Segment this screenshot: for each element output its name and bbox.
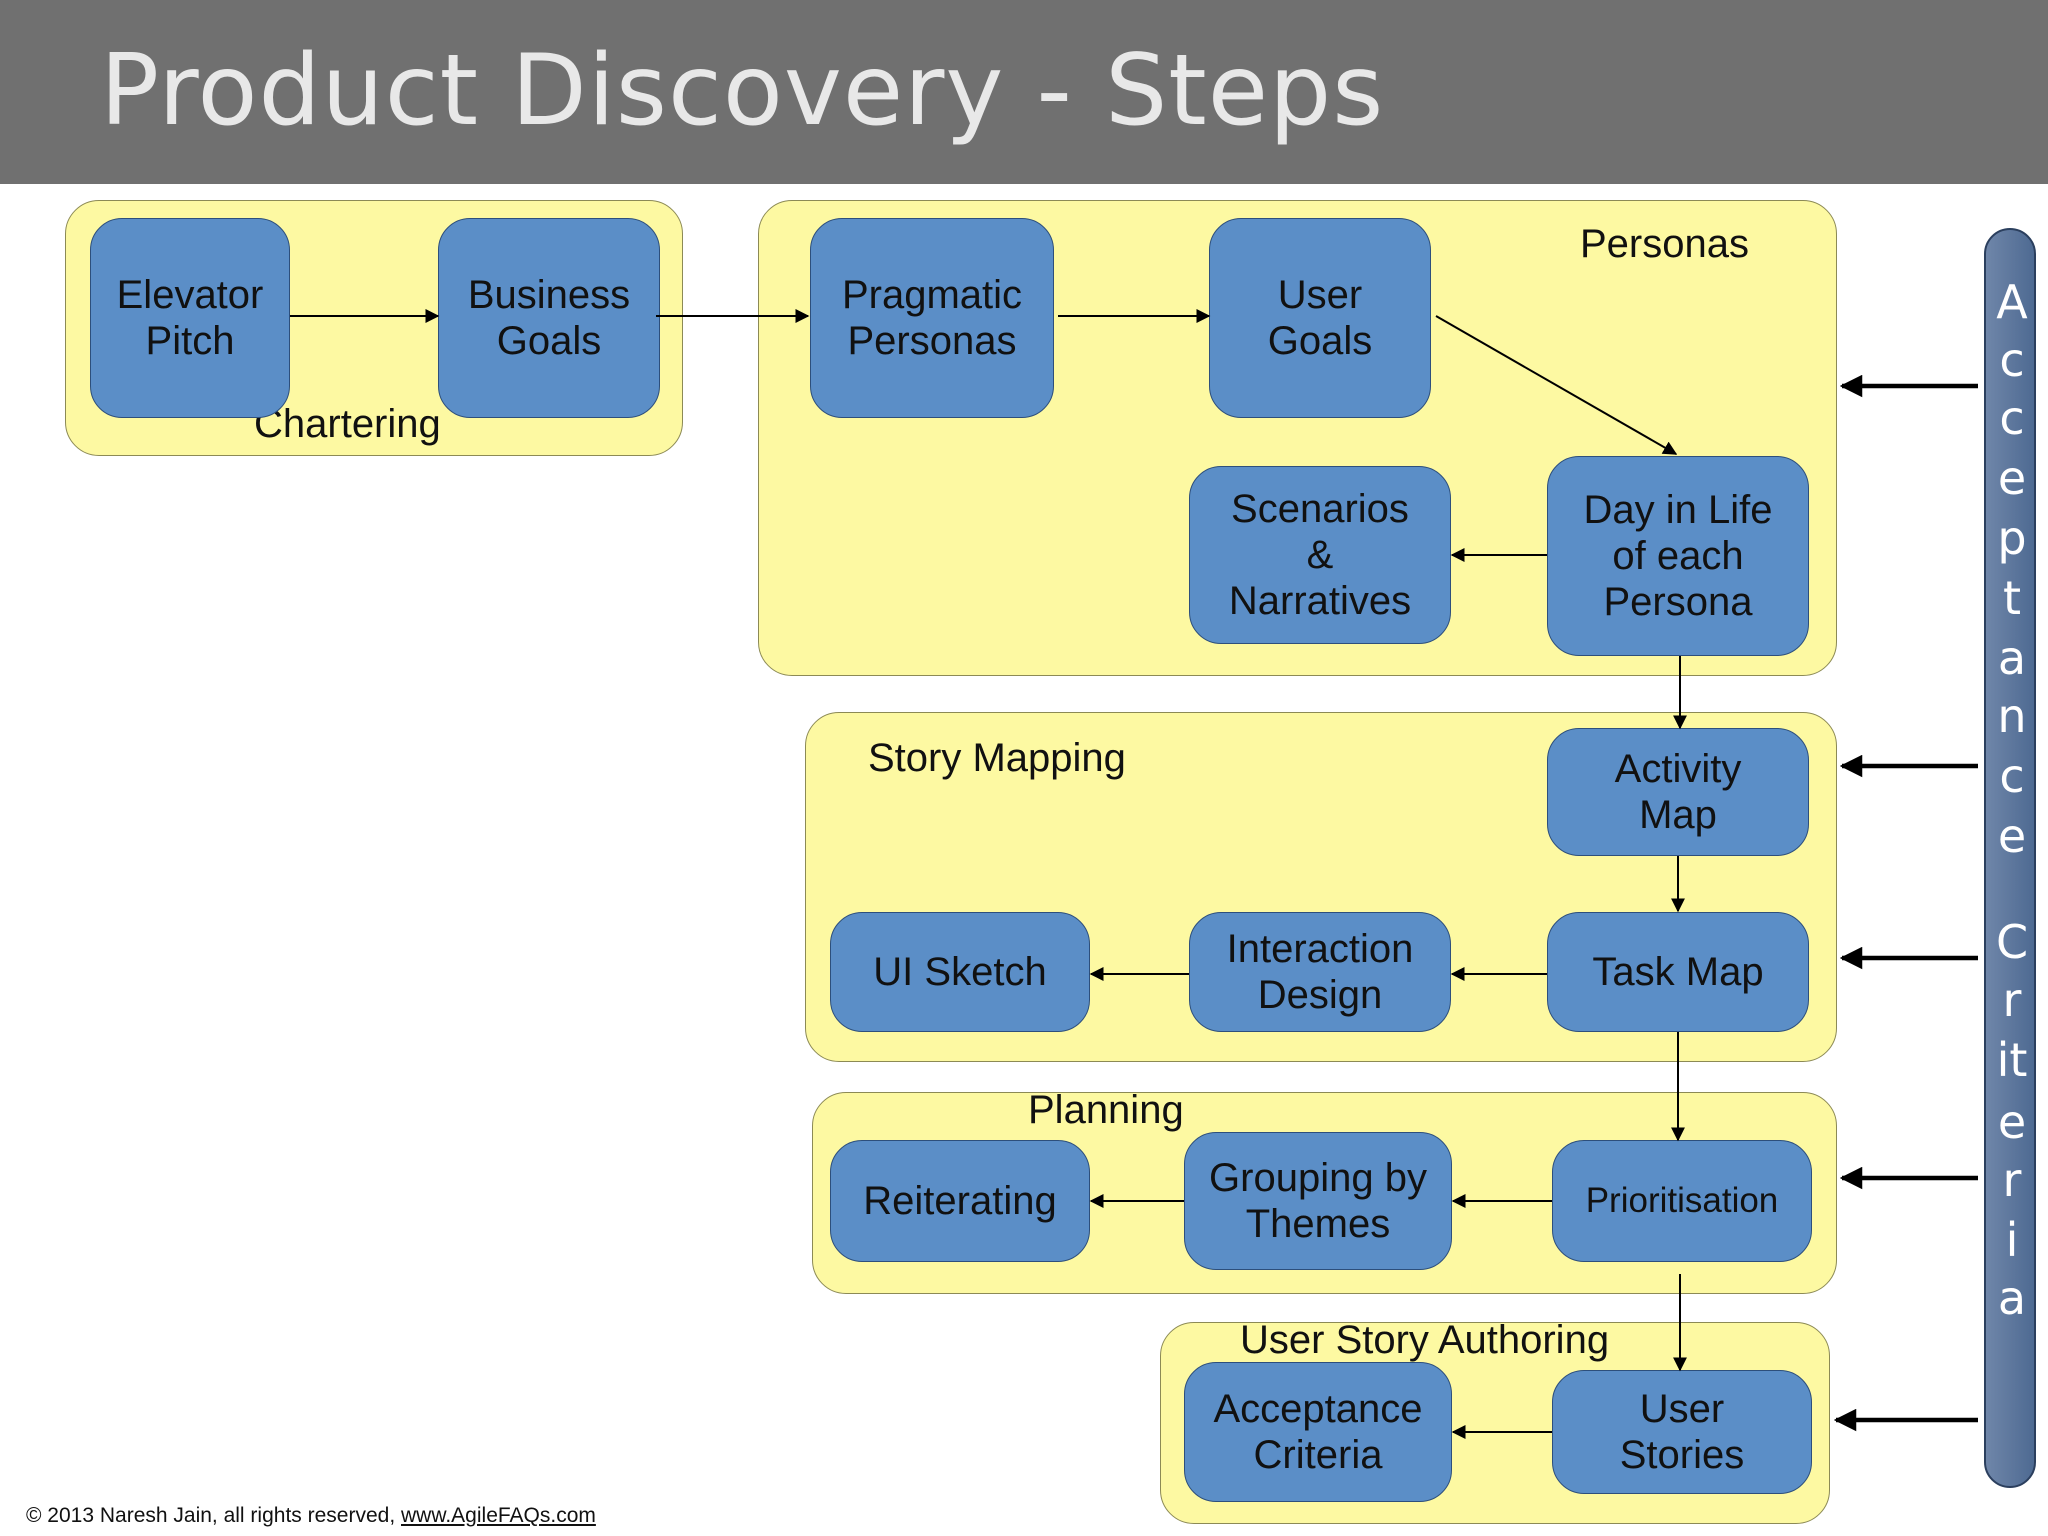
side-bar-letter: e (1997, 451, 2027, 505)
label-user-story-authoring: User Story Authoring (1240, 1318, 1610, 1362)
side-bar-letter: C (1995, 915, 2029, 969)
label-personas: Personas (1580, 222, 1749, 266)
node-business-goals: Business Goals (438, 218, 660, 418)
node-reiterating: Reiterating (830, 1140, 1090, 1262)
footer-link[interactable]: www.AgileFAQs.com (401, 1504, 596, 1527)
node-task-map: Task Map (1547, 912, 1809, 1032)
side-bar-letter: e (1997, 1095, 2027, 1149)
node-acceptance-criteria: Acceptance Criteria (1184, 1362, 1452, 1502)
title-bar: Product Discovery - Steps (0, 0, 2048, 184)
side-bar-letter: r (2002, 973, 2022, 1027)
slide-title: Product Discovery - Steps (100, 34, 1385, 148)
node-elevator-pitch: Elevator Pitch (90, 218, 290, 418)
node-activity-map: Activity Map (1547, 728, 1809, 856)
side-bar-letter: c (1999, 391, 2025, 445)
side-bar-letter: c (1999, 749, 2025, 803)
side-bar-letter: r (2002, 1153, 2022, 1207)
side-bar-letter: it (1996, 1033, 2028, 1087)
footer-copyright: © 2013 Naresh Jain, all rights reserved, (26, 1504, 401, 1527)
side-bar-letter: p (1997, 511, 2027, 565)
side-bar-letter: A (1996, 275, 2028, 329)
node-prioritisation: Prioritisation (1552, 1140, 1812, 1262)
side-bar-letter: e (1997, 809, 2027, 863)
node-day-in-life: Day in Life of each Persona (1547, 456, 1809, 656)
footer: © 2013 Naresh Jain, all rights reserved,… (26, 1504, 596, 1528)
node-user-stories: User Stories (1552, 1370, 1812, 1494)
side-bar-letter: i (2005, 1213, 2019, 1267)
node-interaction-design: Interaction Design (1189, 912, 1451, 1032)
node-ui-sketch: UI Sketch (830, 912, 1090, 1032)
label-story-mapping: Story Mapping (868, 736, 1126, 780)
side-bar-letter: c (1999, 333, 2025, 387)
side-bar-letter: a (1997, 1271, 2027, 1325)
node-scenarios-narratives: Scenarios & Narratives (1189, 466, 1451, 644)
node-pragmatic-personas: Pragmatic Personas (810, 218, 1054, 418)
node-user-goals: User Goals (1209, 218, 1431, 418)
label-planning: Planning (1028, 1088, 1184, 1132)
label-chartering: Chartering (254, 402, 441, 446)
side-bar-letter: a (1997, 631, 2027, 685)
node-grouping-by-themes: Grouping by Themes (1184, 1132, 1452, 1270)
side-bar-letter: n (1997, 689, 2027, 743)
side-bar-letter: t (2002, 571, 2022, 625)
